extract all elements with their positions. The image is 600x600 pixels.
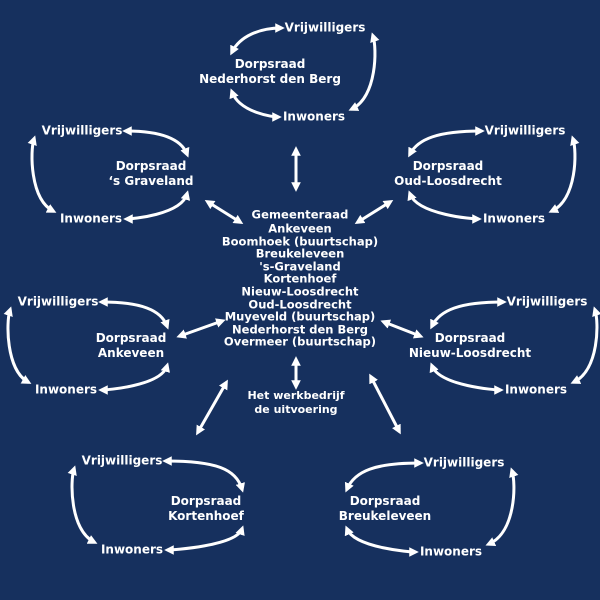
council-member: Breukeleveen <box>255 246 345 261</box>
workshop-block: Het werkbedrijf de uitvoering <box>247 389 344 417</box>
council-member: Overmeer (buurtschap) <box>223 334 377 349</box>
cycle-arrow <box>429 362 504 395</box>
volunteers-label: Vrijwilligers <box>423 455 505 470</box>
village-place-line: ‘s Graveland <box>108 174 194 188</box>
village-council-label: Dorpsraad‘s Graveland <box>108 159 193 189</box>
village-council-line: Dorpsraad <box>234 57 306 71</box>
cycle-arrow <box>430 297 507 330</box>
village-place-line: Nieuw-Loosdrecht <box>408 346 532 360</box>
cycle-arrow <box>27 135 57 213</box>
cycle-arrow <box>162 456 245 493</box>
connector-arrow <box>196 379 228 436</box>
village-council-line: Dorpsraad <box>170 494 242 508</box>
volunteers-label: Vrijwilligers <box>17 294 99 309</box>
cycle-arrow <box>230 23 285 56</box>
cycle-arrow <box>344 458 424 493</box>
village-place-line: Ankeveen <box>97 346 165 360</box>
cycle-arrow <box>98 297 170 330</box>
volunteers-label: Vrijwilligers <box>506 294 588 309</box>
council-member: Oud-Loosdrecht <box>248 297 352 312</box>
cycle-arrow <box>348 32 380 111</box>
council-member: Boomhoek (buurtschap) <box>221 234 379 249</box>
cycle-arrow <box>344 525 419 557</box>
council-member: Ankeveen <box>268 221 332 236</box>
village-place-line: Kortenhoef <box>168 509 244 523</box>
residents-label: Inwoners <box>100 542 164 557</box>
village-place-line: Nederhorst den Berg <box>199 72 341 86</box>
residents-label: Inwoners <box>419 544 483 559</box>
cycle-arrow <box>67 465 98 544</box>
connector-arrow <box>369 373 401 435</box>
cycle-arrow <box>570 306 600 384</box>
connector-arrow <box>354 199 394 225</box>
residents-label: Inwoners <box>59 211 123 226</box>
village-place-line: Breukeleveen <box>338 509 432 523</box>
cycle-arrow <box>3 306 32 384</box>
volunteers-label: Vrijwilligers <box>484 123 566 138</box>
volunteers-label: Vrijwilligers <box>284 20 366 35</box>
village-place-line: Oud-Loosdrecht <box>394 174 502 188</box>
cycle-arrow <box>98 362 170 395</box>
council-member: Muyeveld (buurtschap) <box>224 309 376 324</box>
council-member: Kortenhoef <box>263 271 337 286</box>
council-member: Nieuw-Loosdrecht <box>241 284 359 299</box>
residents-label: Inwoners <box>282 109 346 124</box>
cycle-arrow <box>485 467 519 547</box>
cycle-arrow <box>408 126 485 158</box>
council-member: Nederhorst den Berg <box>232 322 368 337</box>
cycle-arrow <box>548 135 580 213</box>
residents-label: Inwoners <box>34 382 98 397</box>
council-title: Gemeenteraad <box>251 207 349 222</box>
cycle-arrow <box>123 190 191 224</box>
cycle-arrow <box>229 88 282 122</box>
village-council-line: Dorpsraad <box>95 331 167 345</box>
cycle-arrow <box>407 190 482 224</box>
connector-arrow <box>380 319 424 339</box>
village-council-line: Dorpsraad <box>434 331 506 345</box>
workshop-line-1: Het werkbedrijf <box>247 389 345 402</box>
village-council-line: Dorpsraad <box>115 159 187 173</box>
volunteers-label: Vrijwilligers <box>81 453 163 468</box>
workshop-line-2: de uitvoering <box>254 403 338 416</box>
village-council-line: Dorpsraad <box>349 494 421 508</box>
cycle-arrow <box>122 126 190 158</box>
volunteers-label: Vrijwilligers <box>41 123 123 138</box>
residents-label: Inwoners <box>504 382 568 397</box>
village-council-line: Dorpsraad <box>412 159 484 173</box>
connector-arrow <box>204 199 244 225</box>
council-member: 's-Graveland <box>259 259 341 274</box>
connector-arrow <box>176 318 226 339</box>
residents-label: Inwoners <box>482 211 546 226</box>
cycle-arrow <box>164 525 245 555</box>
